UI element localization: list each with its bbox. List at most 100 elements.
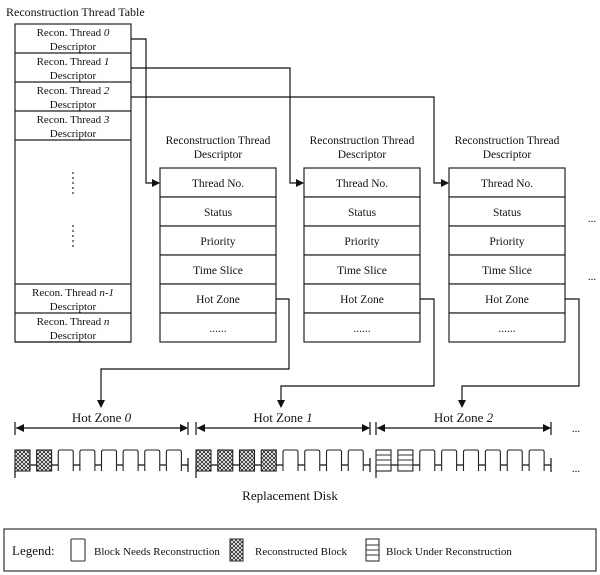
hot-zone-label: Hot Zone 1 bbox=[253, 410, 312, 425]
descriptor-title: Reconstruction Thread bbox=[455, 135, 560, 147]
svg-text:Priority: Priority bbox=[344, 236, 379, 248]
ellipsis-dot bbox=[72, 182, 74, 184]
descriptor-field[interactable]: ...... bbox=[303, 312, 421, 343]
disk-block-reconstructed bbox=[217, 449, 234, 472]
hot-zone-pointer-arrow bbox=[97, 298, 290, 408]
disk-block-needs bbox=[528, 449, 545, 471]
disk-block-reconstructed bbox=[195, 449, 212, 472]
ellipsis-dot bbox=[72, 245, 74, 247]
ellipsis-dot bbox=[72, 192, 74, 194]
svg-text:Hot Zone: Hot Zone bbox=[196, 294, 240, 306]
svg-text:......: ...... bbox=[498, 323, 515, 335]
descriptor-field[interactable]: Time Slice bbox=[448, 254, 566, 285]
thread-table-row[interactable]: Recon. Thread 2 Descriptor bbox=[15, 85, 131, 112]
disk-block-needs bbox=[462, 449, 480, 471]
descriptor-field[interactable]: Status bbox=[303, 196, 421, 227]
disk-block-needs bbox=[506, 449, 523, 471]
thread-row-title: Recon. Thread 1 bbox=[37, 56, 110, 68]
descriptor-field[interactable]: Thread No. bbox=[303, 167, 421, 198]
svg-text:Time Slice: Time Slice bbox=[482, 265, 532, 277]
more-blocks-ellipsis: ... bbox=[572, 463, 581, 475]
descriptor-field[interactable]: Time Slice bbox=[303, 254, 421, 285]
ellipsis-dot bbox=[72, 225, 74, 227]
thread-row-subtitle: Descriptor bbox=[50, 330, 97, 342]
descriptor-field[interactable]: Hot Zone bbox=[303, 283, 421, 314]
svg-text:Thread No.: Thread No. bbox=[336, 178, 388, 190]
descriptor-field[interactable]: Hot Zone bbox=[159, 283, 277, 314]
disk-block-under bbox=[397, 449, 414, 472]
legend-reconstructed-label: Reconstructed Block bbox=[255, 546, 347, 558]
thread-table-row[interactable]: Recon. Thread 0 Descriptor bbox=[15, 27, 131, 54]
svg-text:Thread No.: Thread No. bbox=[481, 178, 533, 190]
disk-block-needs bbox=[144, 449, 161, 471]
descriptor-field[interactable]: Hot Zone bbox=[448, 283, 566, 314]
thread-table-row[interactable]: Recon. Thread n Descriptor bbox=[15, 316, 131, 343]
thread-row-title: Recon. Thread 3 bbox=[37, 114, 110, 126]
svg-text:Time Slice: Time Slice bbox=[193, 265, 243, 277]
thread-row-subtitle: Descriptor bbox=[50, 41, 97, 53]
svg-text:Hot Zone: Hot Zone bbox=[485, 294, 529, 306]
descriptor-field[interactable]: ...... bbox=[448, 312, 566, 343]
disk-block-reconstructed bbox=[238, 449, 256, 472]
ellipsis-dot bbox=[72, 230, 74, 232]
descriptor-field[interactable]: ...... bbox=[159, 312, 277, 343]
thread-pointer-arrow bbox=[131, 96, 449, 187]
hot-zone-pointer-arrow bbox=[277, 298, 435, 408]
legend-title: Legend: bbox=[12, 543, 55, 558]
svg-text:Status: Status bbox=[348, 207, 377, 219]
descriptor-field[interactable]: Status bbox=[159, 196, 277, 227]
disk-block-needs bbox=[419, 449, 436, 471]
thread-row-subtitle: Descriptor bbox=[50, 128, 97, 140]
descriptor-field[interactable]: Priority bbox=[303, 225, 421, 256]
thread-row-title: Recon. Thread n bbox=[37, 316, 110, 328]
thread-row-title: Recon. Thread n-1 bbox=[32, 287, 114, 299]
svg-text:......: ...... bbox=[209, 323, 226, 335]
thread-pointer-arrow bbox=[131, 38, 160, 187]
disk-block-needs bbox=[325, 449, 343, 471]
descriptor-field[interactable]: Status bbox=[448, 196, 566, 227]
thread-row-subtitle: Descriptor bbox=[50, 70, 97, 82]
disk-block-needs bbox=[122, 449, 139, 471]
legend-under-label: Block Under Reconstruction bbox=[386, 546, 512, 558]
svg-text:Time Slice: Time Slice bbox=[337, 265, 387, 277]
thread-row-subtitle: Descriptor bbox=[50, 99, 97, 111]
legend: Legend: Block Needs Reconstruction Recon… bbox=[3, 528, 597, 572]
legend-needs-label: Block Needs Reconstruction bbox=[94, 546, 220, 558]
ellipsis-dot bbox=[72, 235, 74, 237]
disk-block-needs bbox=[304, 449, 321, 471]
ellipsis-dot bbox=[72, 187, 74, 189]
more-descriptors-ellipsis: ... bbox=[588, 271, 597, 283]
disk-block-reconstructed bbox=[36, 449, 53, 472]
disk-block-needs bbox=[441, 449, 458, 471]
svg-text:Status: Status bbox=[204, 207, 233, 219]
thread-row-subtitle: Descriptor bbox=[50, 301, 97, 313]
descriptor-field[interactable]: Thread No. bbox=[448, 167, 566, 198]
disk-block-needs bbox=[100, 449, 118, 471]
thread-row-title: Recon. Thread 0 bbox=[37, 27, 110, 39]
disk-block-needs bbox=[79, 449, 96, 471]
replacement-disk-label: Replacement Disk bbox=[242, 488, 338, 503]
ellipsis-dot bbox=[72, 177, 74, 179]
descriptor-field[interactable]: Time Slice bbox=[159, 254, 277, 285]
hot-zone: Hot Zone 1 bbox=[195, 410, 371, 478]
descriptor-field[interactable]: Priority bbox=[159, 225, 277, 256]
descriptor-field[interactable]: Priority bbox=[448, 225, 566, 256]
thread-table-row[interactable]: Recon. Thread 1 Descriptor bbox=[15, 56, 131, 83]
thread-row-title: Recon. Thread 2 bbox=[37, 85, 110, 97]
disk-block-needs bbox=[484, 449, 501, 471]
disk-block-under bbox=[375, 449, 392, 472]
descriptor-title: Reconstruction Thread bbox=[166, 135, 271, 147]
legend-reconstructed-swatch-icon bbox=[229, 538, 244, 562]
connectors bbox=[97, 38, 580, 408]
legend-box bbox=[3, 528, 597, 572]
thread-table-title: Reconstruction Thread Table bbox=[6, 5, 145, 19]
disk-block-needs bbox=[57, 449, 74, 471]
thread-table-row[interactable]: Recon. Thread 3 Descriptor bbox=[15, 114, 131, 141]
descriptor-field[interactable]: Thread No. bbox=[159, 167, 277, 198]
